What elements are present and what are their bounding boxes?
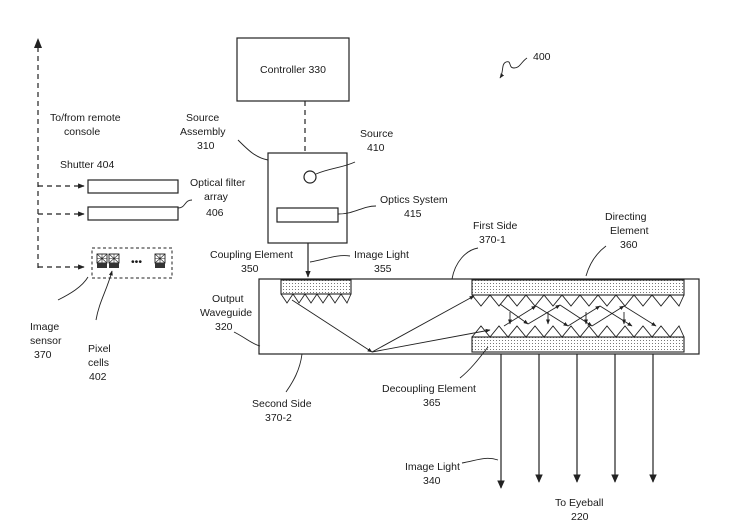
image-sensor-label-2: sensor xyxy=(30,335,62,347)
optics-system-leader xyxy=(337,205,377,215)
image-light-top-label-2: 355 xyxy=(374,263,392,275)
output-waveguide-label-3: 320 xyxy=(215,321,233,333)
pixel-cells-leader xyxy=(95,270,113,321)
optical-filter-label-1: Optical filter xyxy=(190,177,246,189)
second-side-leader xyxy=(285,353,303,393)
decoupling-label-2: 365 xyxy=(423,397,441,409)
optics-system-label-2: 415 xyxy=(404,208,422,220)
coupling-label-2: 350 xyxy=(241,263,259,275)
image-light-bottom-label-2: 340 xyxy=(423,475,441,487)
eyeball-label-1: To Eyeball xyxy=(555,497,603,509)
output-waveguide-label-1: Output xyxy=(212,293,244,305)
optical-filter-label-3: 406 xyxy=(206,207,224,219)
image-light-top-leader xyxy=(309,255,351,263)
image-light-top-label-1: Image Light xyxy=(354,249,409,261)
output-light-rays xyxy=(497,354,657,489)
coupling-element xyxy=(280,279,352,295)
pixel-ellipsis: ••• xyxy=(131,256,142,268)
directing-element-leader xyxy=(585,245,607,277)
first-side-label-2: 370-1 xyxy=(479,234,506,246)
pixel-cells-label-1: Pixel xyxy=(88,343,111,355)
image-sensor-leader xyxy=(57,276,89,301)
coupling-label-1: Coupling Element xyxy=(210,249,293,261)
pixel-cell-1 xyxy=(96,253,108,268)
remote-console-arrowhead xyxy=(34,38,42,48)
figure-ref-squiggle xyxy=(499,57,528,79)
coupling-element-teeth xyxy=(280,293,352,304)
decoupling-element xyxy=(471,336,685,353)
optics-system-box xyxy=(276,207,339,223)
directing-label-1: Directing xyxy=(605,211,647,223)
pixel-cells-label-3: 402 xyxy=(89,371,107,383)
optical-filter-bar xyxy=(87,206,179,221)
image-sensor-box xyxy=(91,247,173,279)
controller-box xyxy=(236,37,350,102)
output-waveguide-label-2: Waveguide xyxy=(200,307,252,319)
source-leader xyxy=(315,161,356,175)
image-light-bottom-leader xyxy=(461,457,499,464)
shutter-label: Shutter 404 xyxy=(60,159,114,171)
controller-label: Controller 330 xyxy=(260,64,326,76)
waveguide-light-rays xyxy=(291,295,657,353)
eyeball-label-2: 220 xyxy=(571,511,589,523)
second-side-label-2: 370-2 xyxy=(265,412,292,424)
image-sensor-label-1: Image xyxy=(30,321,59,333)
directing-label-3: 360 xyxy=(620,239,638,251)
decoupling-label-1: Decoupling Element xyxy=(382,383,476,395)
image-light-bottom-label-1: Image Light xyxy=(405,461,460,473)
directing-label-2: Element xyxy=(610,225,649,237)
pixel-cell-3 xyxy=(154,253,166,268)
decoupling-element-teeth xyxy=(471,325,685,338)
source-label-1: Source xyxy=(360,128,393,140)
source-assembly-label-3: 310 xyxy=(197,140,215,152)
source-assembly-box xyxy=(267,152,348,244)
source-assembly-leader xyxy=(237,139,269,161)
optical-filter-leader xyxy=(177,199,193,209)
pixel-cell-2 xyxy=(108,253,120,268)
directing-element xyxy=(471,279,685,296)
figure-ref-label: 400 xyxy=(533,51,551,63)
first-side-leader xyxy=(451,247,479,280)
directing-element-teeth xyxy=(471,294,685,307)
decoupling-element-leader xyxy=(459,346,489,379)
source-assembly-label-1: Source xyxy=(186,112,219,124)
remote-console-label-1: To/from remote xyxy=(50,112,121,124)
source-label-2: 410 xyxy=(367,142,385,154)
output-waveguide-leader xyxy=(233,331,261,347)
second-side-label-1: Second Side xyxy=(252,398,312,410)
image-sensor-label-3: 370 xyxy=(34,349,52,361)
output-waveguide xyxy=(258,278,700,355)
shutter-bar xyxy=(87,179,179,194)
source-assembly-label-2: Assembly xyxy=(180,126,226,138)
source-emitter xyxy=(303,170,317,184)
remote-console-label-2: console xyxy=(64,126,100,138)
pixel-cells-label-2: cells xyxy=(88,357,109,369)
optical-filter-label-2: array xyxy=(204,191,229,203)
first-side-label-1: First Side xyxy=(473,220,518,232)
optics-system-label-1: Optics System xyxy=(380,194,448,206)
